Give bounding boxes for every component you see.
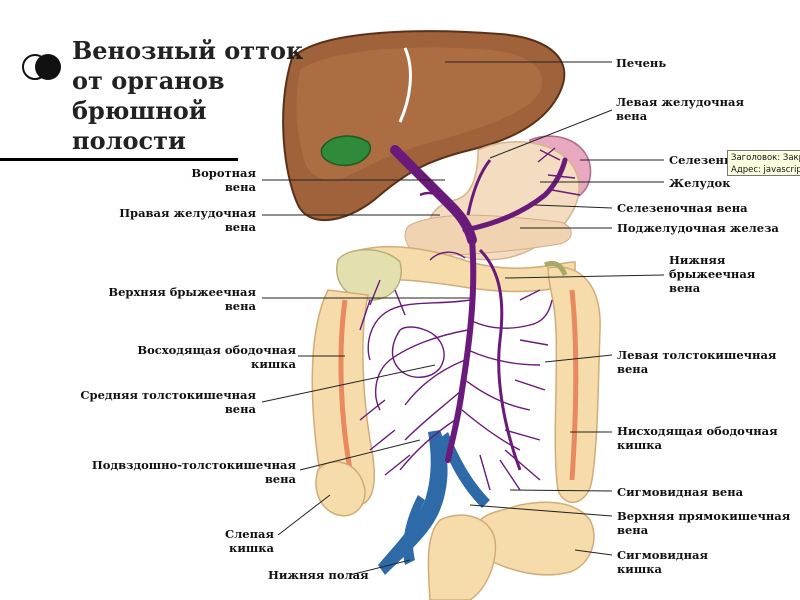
label-line: вена — [224, 180, 256, 194]
label-line: Верхняя брыжеечная — [108, 285, 256, 299]
label-line: Восходящая ободочная — [137, 343, 296, 357]
label-line: вена — [224, 220, 256, 234]
label-spleen: Селезенка — [669, 153, 740, 167]
splenic-vein — [462, 157, 568, 233]
label-descending-colon: Нисходящая ободочная кишка — [617, 424, 778, 452]
label-ascending-colon: Восходящая ободочная кишка — [100, 343, 296, 371]
label-splenic-vein: Селезеночная вена — [617, 201, 748, 215]
label-line: Сигмовидная — [617, 548, 708, 562]
label-ileocolic: Подвздошно-толстокишечная вена — [50, 458, 296, 486]
label-line: вена — [617, 523, 649, 537]
label-line: Воротная — [191, 166, 256, 180]
label-line: Слепая — [225, 527, 274, 541]
label-liver: Печень — [616, 56, 667, 70]
title-underline — [0, 158, 238, 161]
label-line: Подвздошно-толстокишечная — [91, 458, 296, 472]
title-line: Венозный отток — [72, 36, 304, 65]
label-line: Нисходящая ободочная — [617, 424, 778, 438]
label-line: вена — [616, 109, 648, 123]
label-right-gastric: Правая желудочная вена — [96, 206, 256, 234]
label-superior-rectal: Верхняя прямокишечная вена — [617, 509, 790, 537]
title-bullet-icon — [22, 54, 61, 80]
label-inferior-vena-cava: Нижняя полая — [268, 568, 369, 582]
label-line: вена — [224, 402, 256, 416]
label-line: вена — [617, 362, 649, 376]
left-gastric-vein — [466, 159, 492, 216]
label-line: вена — [669, 281, 701, 295]
inferior-mesenteric-vein — [478, 248, 522, 471]
label-line: кишка — [229, 541, 274, 555]
label-line: кишка — [617, 438, 662, 452]
label-sigmoid-colon: Сигмовидная кишка — [617, 548, 708, 576]
label-portal-vein: Воротная вена — [150, 166, 256, 194]
label-line: Верхняя прямокишечная — [617, 509, 791, 523]
label-line: кишка — [251, 357, 296, 371]
tooltip-line: Заголовок: Закрыть — [731, 153, 800, 163]
rectum — [427, 514, 497, 600]
label-line: кишка — [617, 562, 662, 576]
label-cecum: Слепая кишка — [190, 527, 274, 555]
pancreas — [404, 214, 572, 256]
label-line: вена — [224, 299, 256, 313]
cecum — [315, 461, 366, 517]
title-line: брюшной — [72, 96, 207, 125]
title-line: от органов — [72, 66, 225, 95]
tooltip-line: Адрес: javascript:s — [731, 165, 800, 175]
label-pancreas: Поджелудочная железа — [617, 221, 779, 235]
label-middle-colic: Средняя толстокишечная вена — [40, 388, 256, 416]
label-line: Средняя толстокишечная — [80, 388, 256, 402]
superior-mesenteric-vein — [445, 237, 477, 463]
label-inferior-mesenteric: Нижняя брыжеечная вена — [669, 253, 755, 295]
label-line: брыжеечная — [669, 267, 756, 281]
label-superior-mesenteric: Верхняя брыжеечная вена — [80, 285, 256, 313]
gallbladder — [320, 135, 372, 167]
label-sigmoid-vein: Сигмовидная вена — [617, 485, 744, 499]
label-line: Нижняя — [669, 253, 726, 267]
slide-title: Венозный отток от органов брюшной полост… — [72, 36, 312, 156]
label-stomach: Желудок — [669, 176, 731, 190]
label-line: вена — [264, 472, 296, 486]
label-line: Левая толстокишечная — [617, 348, 777, 362]
label-line: Правая желудочная — [119, 206, 256, 220]
label-left-gastric: Левая желудочная вена — [616, 95, 744, 123]
label-line: Левая желудочная — [616, 95, 744, 109]
title-line: полости — [72, 126, 186, 155]
link-tooltip: Заголовок: Закрыть Адрес: javascript:s — [727, 150, 800, 176]
label-left-colic: Левая толстокишечная вена — [617, 348, 776, 376]
